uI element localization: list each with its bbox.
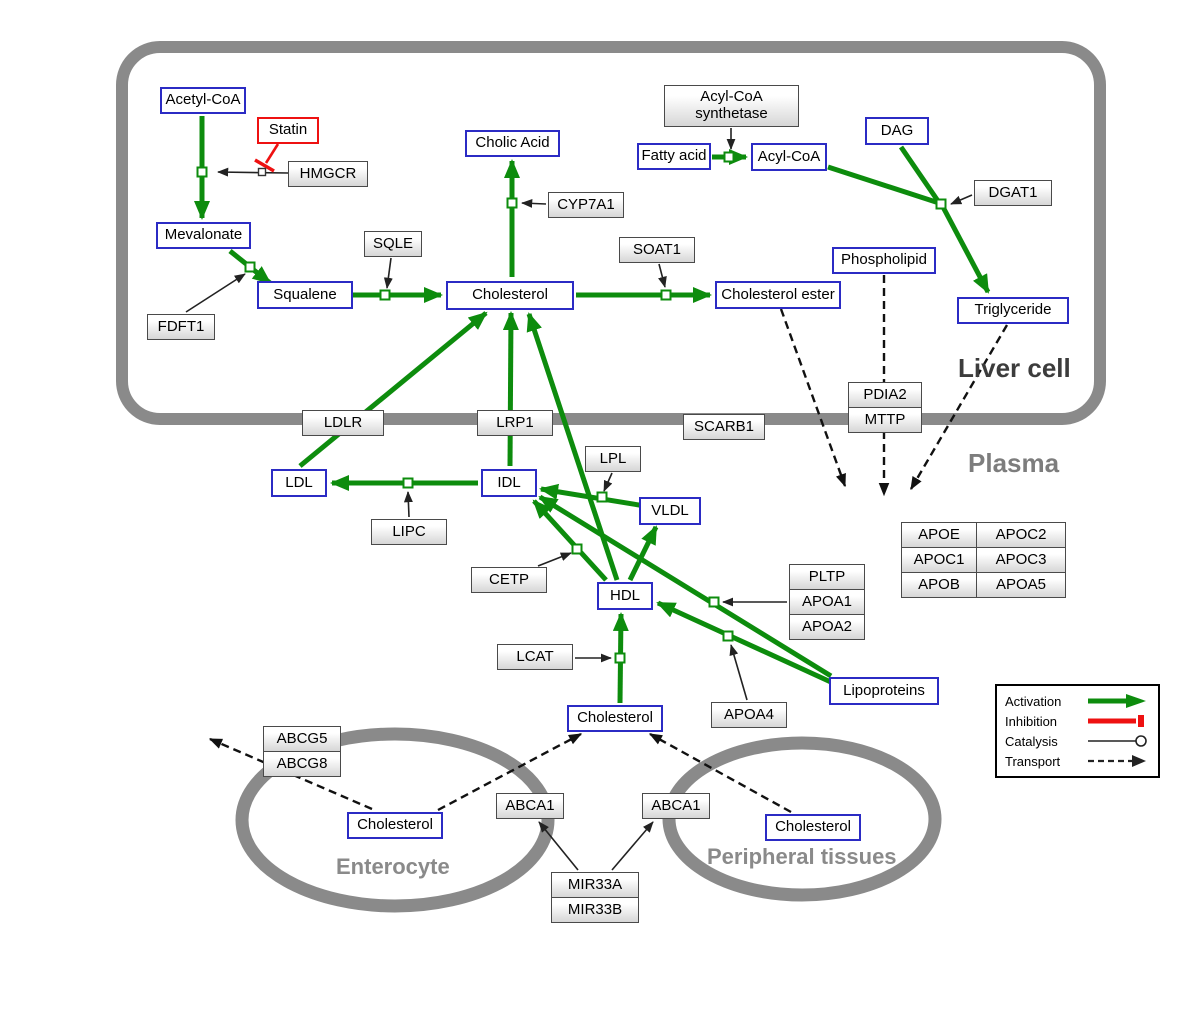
legend-activation-label: Activation (1005, 693, 1062, 709)
node-mir33b[interactable]: MIR33B (551, 897, 639, 923)
node-abcg8[interactable]: ABCG8 (263, 751, 341, 777)
liver-cell-membrane (116, 41, 1106, 425)
legend-row-catalysis: Catalysis (999, 731, 1156, 751)
node-apob[interactable]: APOB (901, 572, 977, 598)
node-abcg5[interactable]: ABCG5 (263, 726, 341, 752)
node-abca1-peripheral[interactable]: ABCA1 (642, 793, 710, 819)
enterocyte-membrane (235, 727, 555, 913)
node-mttp[interactable]: MTTP (848, 407, 922, 433)
node-lipc[interactable]: LIPC (371, 519, 447, 545)
node-dgat1[interactable]: DGAT1 (974, 180, 1052, 206)
node-apoa2[interactable]: APOA2 (789, 614, 865, 640)
legend-row-transport: Transport (999, 751, 1156, 771)
node-mir33a[interactable]: MIR33A (551, 872, 639, 898)
peripheral-tissues-membrane (662, 736, 942, 902)
hmgcr-anchor-node (257, 167, 267, 177)
node-cholesterol-liver[interactable]: Cholesterol (446, 281, 574, 310)
node-apoa5[interactable]: APOA5 (976, 572, 1066, 598)
node-apoc3[interactable]: APOC3 (976, 547, 1066, 573)
region-label-peripheral: Peripheral tissues (707, 844, 897, 869)
node-abca1-enterocyte[interactable]: ABCA1 (496, 793, 564, 819)
inhibition-edge-statin (254, 143, 280, 173)
node-apoa4[interactable]: APOA4 (711, 702, 787, 728)
node-hmgcr[interactable]: HMGCR (288, 161, 368, 187)
node-ldl[interactable]: LDL (271, 469, 327, 497)
legend-transport-label: Transport (1005, 753, 1061, 769)
legend: Activation Inhibition Catalysis Transpor… (995, 684, 1160, 778)
node-mevalonate[interactable]: Mevalonate (156, 222, 251, 249)
node-apoc2[interactable]: APOC2 (976, 522, 1066, 548)
node-vldl[interactable]: VLDL (639, 497, 701, 525)
node-dag[interactable]: DAG (865, 117, 929, 145)
activation-arrow-icon (1088, 694, 1146, 708)
node-apoc1[interactable]: APOC1 (901, 547, 977, 573)
node-cholesterol-ester[interactable]: Cholesterol ester (715, 281, 841, 309)
node-lrp1[interactable]: LRP1 (477, 410, 553, 436)
reaction-nodes (196, 151, 947, 664)
node-soat1[interactable]: SOAT1 (619, 237, 695, 263)
node-ldlr[interactable]: LDLR (302, 410, 384, 436)
node-acyl-coa-2[interactable]: Acyl-CoA (751, 143, 827, 171)
node-idl[interactable]: IDL (481, 469, 537, 497)
region-label-enterocyte: Enterocyte (336, 854, 450, 879)
node-squalene[interactable]: Squalene (257, 281, 353, 309)
node-phospholipid[interactable]: Phospholipid (832, 247, 936, 274)
node-acetyl-coa[interactable]: Acetyl-CoA (160, 87, 246, 114)
node-scarb1[interactable]: SCARB1 (683, 414, 765, 440)
node-cetp[interactable]: CETP (471, 567, 547, 593)
node-lcat[interactable]: LCAT (497, 644, 573, 670)
node-cholesterol-plasma[interactable]: Cholesterol (567, 705, 663, 732)
region-label-plasma: Plasma (968, 448, 1060, 478)
node-triglyceride[interactable]: Triglyceride (957, 297, 1069, 324)
node-apoe[interactable]: APOE (901, 522, 977, 548)
legend-inhibition-label: Inhibition (1005, 713, 1058, 729)
node-cyp7a1[interactable]: CYP7A1 (548, 192, 624, 218)
catalysis-circle-icon (1088, 735, 1147, 747)
inhibition-bar-icon (1088, 715, 1144, 727)
node-cholic-acid[interactable]: Cholic Acid (465, 130, 560, 157)
node-statin[interactable]: Statin (257, 117, 319, 144)
node-pltp[interactable]: PLTP (789, 564, 865, 590)
node-lpl[interactable]: LPL (585, 446, 641, 472)
catalysis-edges (185, 128, 973, 871)
node-acyl-coa-synthetase[interactable]: Acyl-CoA synthetase (664, 85, 799, 127)
node-hdl[interactable]: HDL (597, 582, 653, 610)
legend-row-activation: Activation (999, 691, 1156, 711)
legend-catalysis-label: Catalysis (1005, 733, 1058, 749)
node-lipoproteins[interactable]: Lipoproteins (829, 677, 939, 705)
node-sqle[interactable]: SQLE (364, 231, 422, 257)
node-apoa1[interactable]: APOA1 (789, 589, 865, 615)
node-cholesterol-peripheral[interactable]: Cholesterol (765, 814, 861, 841)
region-label-liver: Liver cell (958, 353, 1071, 383)
legend-row-inhibition: Inhibition (999, 711, 1156, 731)
node-cholesterol-enterocyte[interactable]: Cholesterol (347, 812, 443, 839)
node-fatty-acid[interactable]: Fatty acid (637, 143, 711, 170)
node-fdft1[interactable]: FDFT1 (147, 314, 215, 340)
node-pdia2[interactable]: PDIA2 (848, 382, 922, 408)
transport-arrow-icon (1088, 755, 1146, 767)
